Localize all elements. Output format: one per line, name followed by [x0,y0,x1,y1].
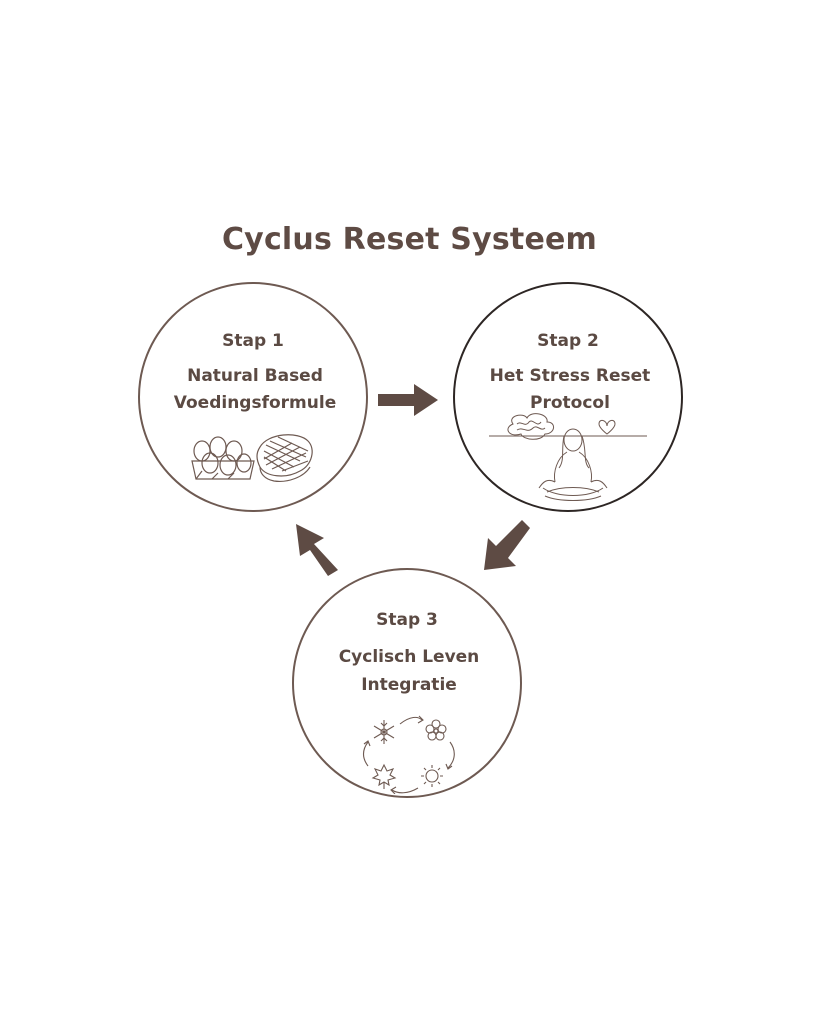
arrow-step1-to-step2 [378,384,438,416]
arrow-step2-to-step3 [484,520,530,570]
step-2-title-line1: Het Stress Reset [489,366,651,386]
step-1-title-line1: Natural Based [187,366,323,386]
step-1-circle: Stap 1 Natural Based Voedingsformule [138,282,368,512]
step-3-label: Stap 3 [376,610,438,630]
arrow-step3-to-step1 [296,524,338,576]
meditating-woman-icon [489,413,647,501]
diagram-title: Cyclus Reset Systeem [221,222,598,257]
step-2-title-line2: Protocol [530,393,610,413]
step-3-title-line2: Integratie [361,675,457,695]
step-1-label: Stap 1 [222,331,284,351]
eggs-and-steak-icon [191,434,313,482]
step-3-title-line1: Cyclisch Leven [338,647,480,667]
step-3-circle: Stap 3 Cyclisch Leven Integratie [292,568,522,798]
seasons-cycle-icon [362,715,455,794]
step-2-label: Stap 2 [537,331,599,351]
step-2-circle: Stap 2 Het Stress Reset Protocol [453,282,683,512]
step-1-title-line2: Voedingsformule [173,393,337,413]
